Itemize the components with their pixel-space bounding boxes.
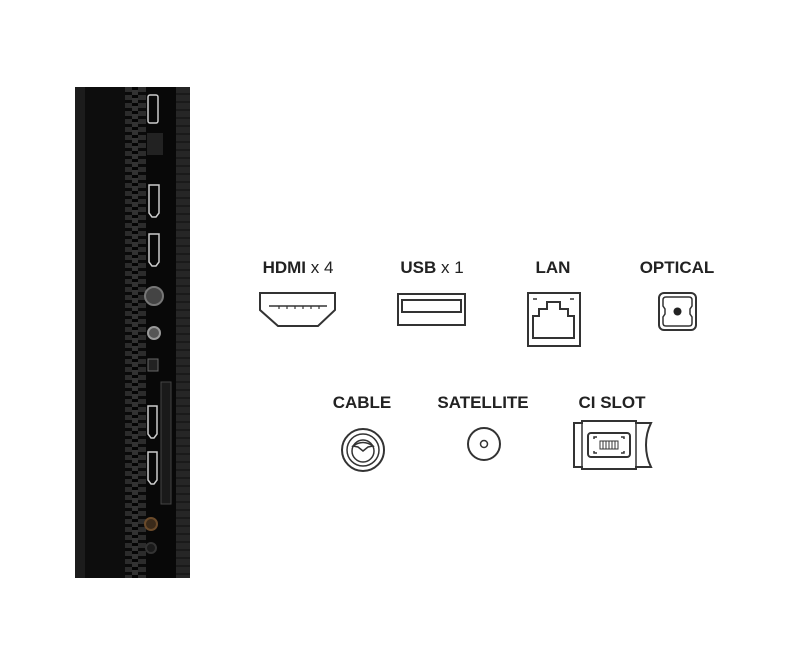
cable-label: CABLE (332, 393, 392, 412)
photo-hdmi-port-3 (147, 405, 158, 439)
photo-audio-port (144, 517, 158, 531)
hdmi-label: HDMI x 4 (263, 258, 334, 278)
satellite-label: SATELLITE (437, 393, 529, 412)
optical-label: OPTICAL (639, 258, 715, 277)
hdmi-count: x 4 (310, 258, 334, 277)
photo-hdmi-port-4 (147, 451, 158, 485)
hdmi-label-text: HDMI (262, 258, 307, 277)
usb-label: USB x 1 (400, 258, 463, 278)
lan-label: LAN (535, 258, 571, 277)
tv-side-ports-photo (75, 87, 190, 578)
photo-optical-port (147, 358, 159, 372)
photo-ci-slot (160, 381, 172, 505)
photo-hdmi-port-1 (148, 184, 160, 218)
cable-icon (341, 428, 385, 472)
tv-back-panel (85, 87, 125, 578)
photo-usb-port (147, 94, 159, 124)
usb-count: x 1 (440, 258, 464, 277)
ci-slot-label: CI SLOT (578, 393, 646, 412)
lan-icon (527, 292, 581, 347)
photo-ports (144, 94, 172, 554)
usb-label-text: USB (400, 258, 437, 277)
usb-icon (397, 293, 466, 326)
rear-grid (176, 87, 190, 578)
ci-slot-icon (573, 420, 653, 470)
photo-headphone-port (145, 542, 157, 554)
hdmi-icon (259, 292, 336, 327)
satellite-icon (467, 427, 501, 461)
photo-hdmi-port-2 (148, 233, 160, 267)
photo-cable-port (144, 286, 164, 306)
optical-icon (658, 292, 697, 331)
tv-bezel (75, 87, 85, 578)
photo-lan-port (147, 133, 163, 155)
vent-grille (125, 87, 146, 578)
photo-satellite-port (147, 326, 161, 340)
